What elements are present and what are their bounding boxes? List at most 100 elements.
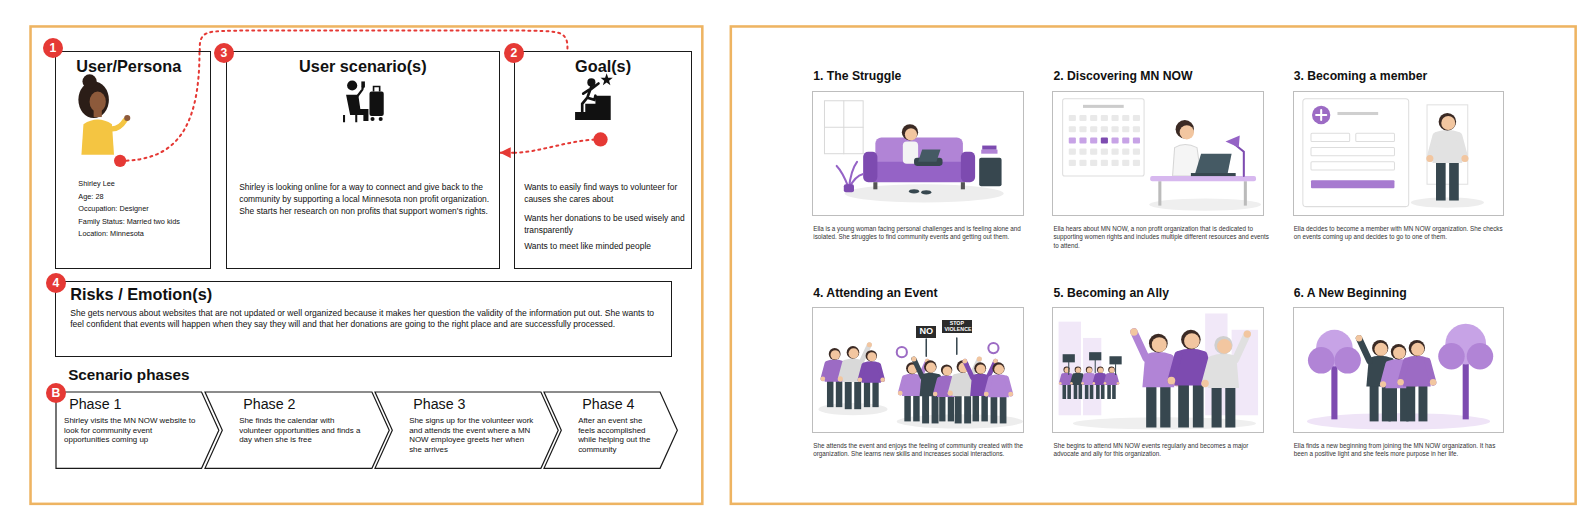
illustration-part <box>988 343 998 353</box>
illustration-part <box>962 359 967 364</box>
sign-text: STOP VIOLENCE <box>945 321 970 332</box>
illustration-part <box>1107 384 1111 399</box>
illustration-part <box>94 109 102 117</box>
illustration-part <box>1101 126 1108 132</box>
illustration-part <box>991 396 998 423</box>
illustration-part <box>1079 126 1086 132</box>
section-heading: Scenario phases <box>68 366 189 384</box>
illustration-part <box>1069 115 1076 121</box>
illustration-part <box>370 117 374 121</box>
illustration-part <box>124 115 130 121</box>
illustration-part <box>1388 387 1397 422</box>
illustration-part <box>1411 343 1424 356</box>
card-title: 6. A New Beginning <box>1294 286 1504 301</box>
illustration-part <box>1171 355 1178 380</box>
scenario-icon <box>344 80 384 122</box>
illustration-part <box>1079 384 1083 399</box>
box-text: Age: 28 <box>78 192 208 202</box>
illustration-part <box>1104 382 1107 385</box>
illustration-part <box>979 158 1001 186</box>
illustration-part <box>1430 379 1437 386</box>
illustration-part <box>992 362 1004 374</box>
box-text: Wants to meet like minded people <box>524 241 685 253</box>
illustration-part <box>369 92 383 116</box>
illustration-part <box>858 378 863 383</box>
illustration-part <box>1201 380 1208 387</box>
illustration-part <box>948 396 954 422</box>
illustration-part <box>1436 161 1446 200</box>
illustration-part <box>1235 334 1247 360</box>
illustration-part <box>909 189 919 193</box>
illustration-part <box>981 395 987 422</box>
illustration-part <box>1101 149 1108 155</box>
illustration-part <box>918 150 940 162</box>
illustration-part <box>943 366 952 375</box>
illustration-part <box>1090 149 1097 155</box>
box-text: Shirley Lee <box>78 179 208 189</box>
illustration-part <box>1461 155 1468 162</box>
illustration-part <box>1372 340 1388 356</box>
illustration-part <box>1359 338 1370 361</box>
heading-wrap: Scenario phases <box>68 366 189 384</box>
illustration-part <box>1111 149 1118 155</box>
illustration-part <box>1087 368 1092 373</box>
illustration-part <box>1063 354 1075 362</box>
illustration-part <box>1117 382 1120 385</box>
illustration-part <box>935 379 939 394</box>
callout-number: 1 <box>50 41 57 56</box>
illustration-part <box>1244 330 1251 337</box>
illustration-part <box>948 391 953 396</box>
illustration-part <box>1370 385 1379 422</box>
storyboard-frame: 3. Becoming a memberElla decides to beco… <box>1293 91 1505 216</box>
persona-box: User/PersonaShirley LeeAge: 28Occupation… <box>55 51 211 269</box>
illustration-part <box>827 381 833 408</box>
illustration-part <box>1311 133 1350 141</box>
illustration-part <box>1079 149 1086 155</box>
illustration-part <box>867 352 876 361</box>
illustration-part <box>939 396 945 422</box>
illustration-part <box>1411 197 1484 207</box>
illustration-part <box>81 120 114 155</box>
storyboard-art <box>818 99 1493 430</box>
box-heading: Goal(s) <box>515 57 691 77</box>
illustration-part <box>873 182 877 189</box>
illustration-part <box>1105 375 1107 383</box>
illustration-part <box>950 377 954 393</box>
illustration-part <box>1133 137 1140 143</box>
card-caption: She begins to attend MN NOW events regul… <box>1053 442 1269 459</box>
illustration-part <box>849 348 859 358</box>
phase-title: Phase 3 <box>413 396 558 413</box>
illustration-part <box>1069 126 1076 132</box>
illustration-part <box>1101 115 1108 121</box>
phase-chevron: Phase 3She signs up for the volunteer wo… <box>375 392 558 468</box>
phase-chevron: Phase 1Shirley visits the MN NOW website… <box>56 392 219 468</box>
illustration-part <box>1008 392 1013 397</box>
illustration-part <box>961 152 975 183</box>
illustration-part <box>1094 375 1096 383</box>
phase-text: Shirley visits the MN NOW website to loo… <box>64 416 198 445</box>
illustration-part <box>1463 358 1469 419</box>
box-heading: User scenario(s) <box>227 57 499 77</box>
box-heading: User/Persona <box>76 57 209 77</box>
illustration-part <box>854 381 861 409</box>
illustration-part <box>1311 180 1394 188</box>
illustration-part <box>1063 99 1144 176</box>
illustration-part <box>1000 396 1007 423</box>
callout-number: B <box>52 386 61 401</box>
illustration-part <box>1380 381 1386 387</box>
storyboard-frame: 5. Becoming an AllyShe begins to attend … <box>1052 307 1264 432</box>
illustration-part <box>1133 149 1140 155</box>
phase-title: Phase 2 <box>243 396 389 413</box>
illustration-part <box>1149 334 1168 353</box>
illustration-part <box>1085 384 1089 399</box>
illustration-part <box>1133 160 1140 166</box>
illustration-part <box>379 117 383 121</box>
illustration-part <box>1375 343 1388 356</box>
illustration-part <box>823 363 827 378</box>
storyboard-illustration <box>1063 99 1261 211</box>
illustration-part <box>820 376 825 381</box>
illustration-part <box>1356 133 1395 141</box>
illustration-part <box>964 395 971 423</box>
persona-avatar <box>78 74 130 154</box>
